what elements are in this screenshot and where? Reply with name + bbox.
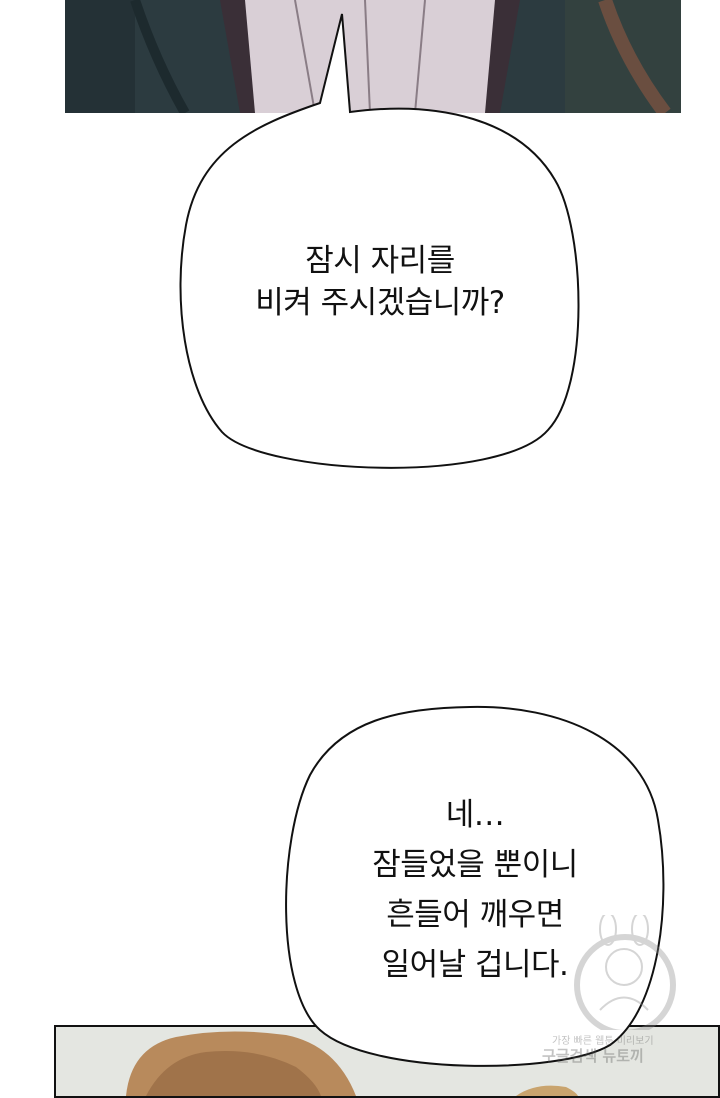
top-panel-artwork [65, 0, 681, 113]
dialog-2-line-1: 네… [445, 797, 505, 833]
top-comic-panel [65, 0, 681, 113]
dialog-2-line-4: 일어날 겁니다. [381, 947, 569, 983]
bunny-mascot-icon [574, 912, 676, 1036]
dialog-2-line-3: 흔들어 깨우면 [386, 897, 564, 933]
site-watermark: 가장 빠른 웹툰 미리보기 구글검색 뉴토끼 [540, 912, 710, 1065]
dialog-text-2: 네… 잠들었을 뿐이니 흔들어 깨우면 일어날 겁니다. [330, 790, 620, 990]
dialog-1-line-1: 잠시 자리를 [305, 243, 455, 279]
dialog-text-1: 잠시 자리를 비켜 주시겠습니까? [215, 240, 545, 324]
watermark-text-1: 가장 빠른 웹툰 미리보기 [552, 1036, 654, 1047]
dialog-1-line-2: 비켜 주시겠습니까? [255, 285, 505, 321]
dialog-2-line-2: 잠들었을 뿐이니 [372, 847, 578, 883]
watermark-text-2: 구글검색 뉴토끼 [542, 1047, 644, 1065]
